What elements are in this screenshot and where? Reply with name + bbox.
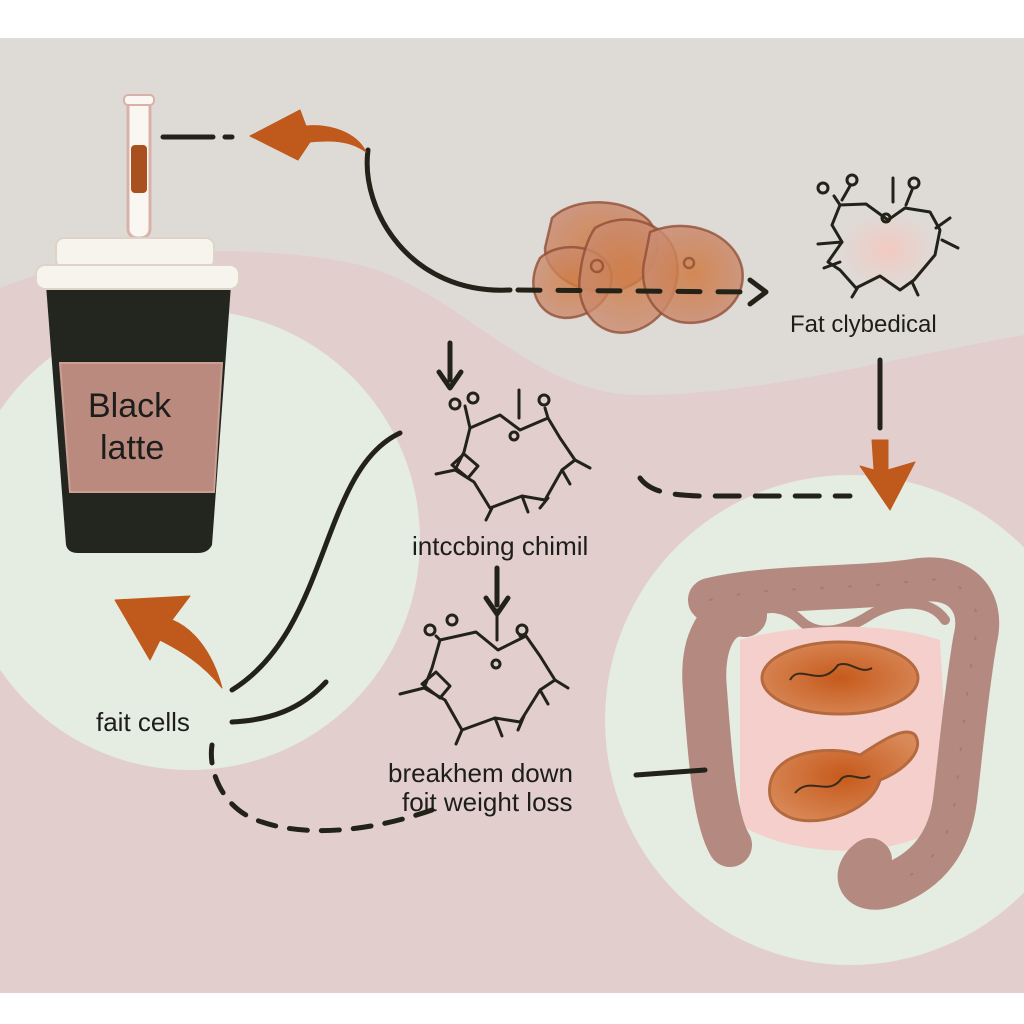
accent-arrow-left bbox=[114, 595, 223, 689]
molecule-icon-middle bbox=[434, 388, 592, 522]
fat-chemical-label: Fat clybedical bbox=[790, 311, 937, 338]
arrowheads-dark bbox=[436, 277, 769, 617]
intermediate-chemical-label: intccbing chimil bbox=[412, 531, 589, 561]
coffee-cup-icon bbox=[35, 237, 240, 553]
molecule-icon-top bbox=[816, 173, 960, 299]
fat-cell-cluster-icon bbox=[532, 201, 744, 334]
intestine-icon bbox=[682, 557, 1000, 910]
cup-label-line1: Black bbox=[88, 387, 172, 425]
accent-arrows bbox=[114, 109, 916, 689]
connector-lines bbox=[160, 134, 883, 834]
accent-arrow-right bbox=[859, 439, 916, 511]
breakdown-label-line2: foit weight loss bbox=[402, 787, 573, 817]
accent-arrow-top bbox=[249, 109, 367, 161]
arrowhead-down-1 bbox=[436, 369, 464, 391]
molecule-icon-lower bbox=[398, 608, 570, 746]
breakdown-label-line1: breakhem down bbox=[388, 758, 573, 788]
arrowhead-down-2 bbox=[483, 595, 511, 617]
fat-cells-label: fait cells bbox=[96, 707, 190, 737]
cup-label-line2: latte bbox=[100, 429, 165, 467]
organ-upper bbox=[760, 640, 920, 716]
arrowhead-right bbox=[747, 277, 769, 307]
test-tube-icon bbox=[123, 94, 155, 240]
